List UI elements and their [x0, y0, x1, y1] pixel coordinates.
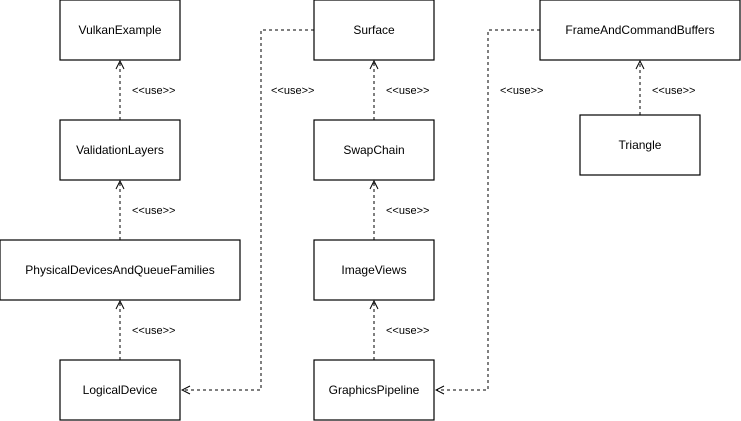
class-box-physicaldevicesandqueuefamilies: PhysicalDevicesAndQueueFamilies: [0, 239, 241, 301]
class-box-validationlayers: ValidationLayers: [59, 119, 181, 181]
dependency-framebuffers-to-graphicspipeline: [436, 29, 540, 390]
dependency-label: <<use>>: [386, 85, 429, 97]
dependency-label: <<use>>: [271, 85, 314, 97]
dependency-label: <<use>>: [132, 325, 175, 337]
dependency-label: <<use>>: [652, 85, 695, 97]
class-box-graphicspipeline: GraphicsPipeline: [313, 359, 435, 421]
class-box-triangle: Triangle: [579, 114, 701, 176]
class-box-surface: Surface: [313, 0, 435, 61]
class-name: LogicalDevice: [83, 383, 158, 397]
class-name: ValidationLayers: [76, 143, 164, 157]
class-name: Triangle: [619, 138, 662, 152]
class-box-imageviews: ImageViews: [313, 239, 435, 301]
class-box-vulkanexample: VulkanExample: [59, 0, 181, 61]
class-name: FrameAndCommandBuffers: [565, 23, 714, 37]
dependency-surface-to-logicaldevice: [182, 29, 314, 390]
class-box-frameandcommandbuffers: FrameAndCommandBuffers: [539, 0, 741, 61]
class-name: PhysicalDevicesAndQueueFamilies: [25, 263, 214, 277]
dependency-label: <<use>>: [132, 205, 175, 217]
dependency-label: <<use>>: [132, 85, 175, 97]
dependency-label: <<use>>: [386, 325, 429, 337]
class-name: Surface: [353, 23, 395, 37]
dependency-label: <<use>>: [386, 205, 429, 217]
dependency-label: <<use>>: [500, 85, 543, 97]
class-box-swapchain: SwapChain: [313, 119, 435, 181]
class-name: GraphicsPipeline: [329, 383, 420, 397]
class-name: VulkanExample: [79, 23, 162, 37]
class-name: SwapChain: [343, 143, 404, 157]
class-box-logicaldevice: LogicalDevice: [59, 359, 181, 421]
class-name: ImageViews: [341, 263, 406, 277]
